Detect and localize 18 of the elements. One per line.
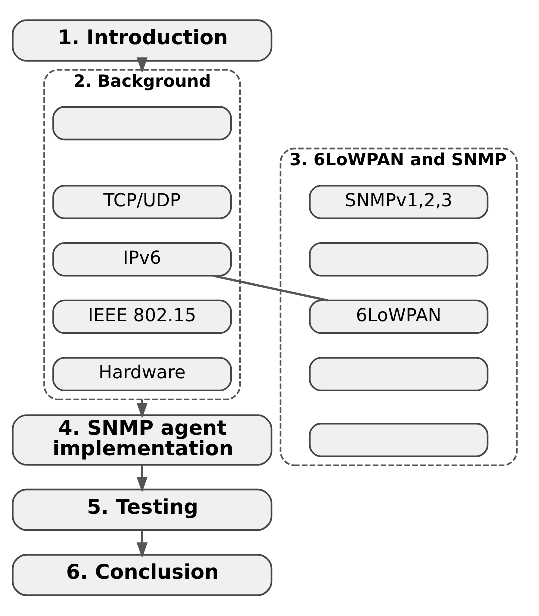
node-box: SNMPv1,2,3 — [309, 185, 489, 220]
arrow — [136, 58, 148, 74]
node-box: 6LoWPAN — [309, 300, 489, 334]
node-box: 4. SNMP agent implementation — [12, 414, 273, 466]
node-box: IEEE 802.15 — [52, 300, 232, 334]
arrow — [136, 530, 148, 558]
node-box: 6. Conclusion — [12, 554, 273, 596]
arrow — [136, 465, 148, 493]
node-box — [309, 242, 489, 277]
node-box: IPv6 — [52, 242, 232, 277]
connector — [212, 274, 328, 302]
node-box — [309, 423, 489, 458]
node-box: Hardware — [52, 357, 232, 392]
node-box: 5. Testing — [12, 488, 273, 532]
arrow — [136, 400, 148, 419]
node-box — [52, 106, 232, 141]
node-box — [309, 357, 489, 392]
node-box: TCP/UDP — [52, 185, 232, 220]
